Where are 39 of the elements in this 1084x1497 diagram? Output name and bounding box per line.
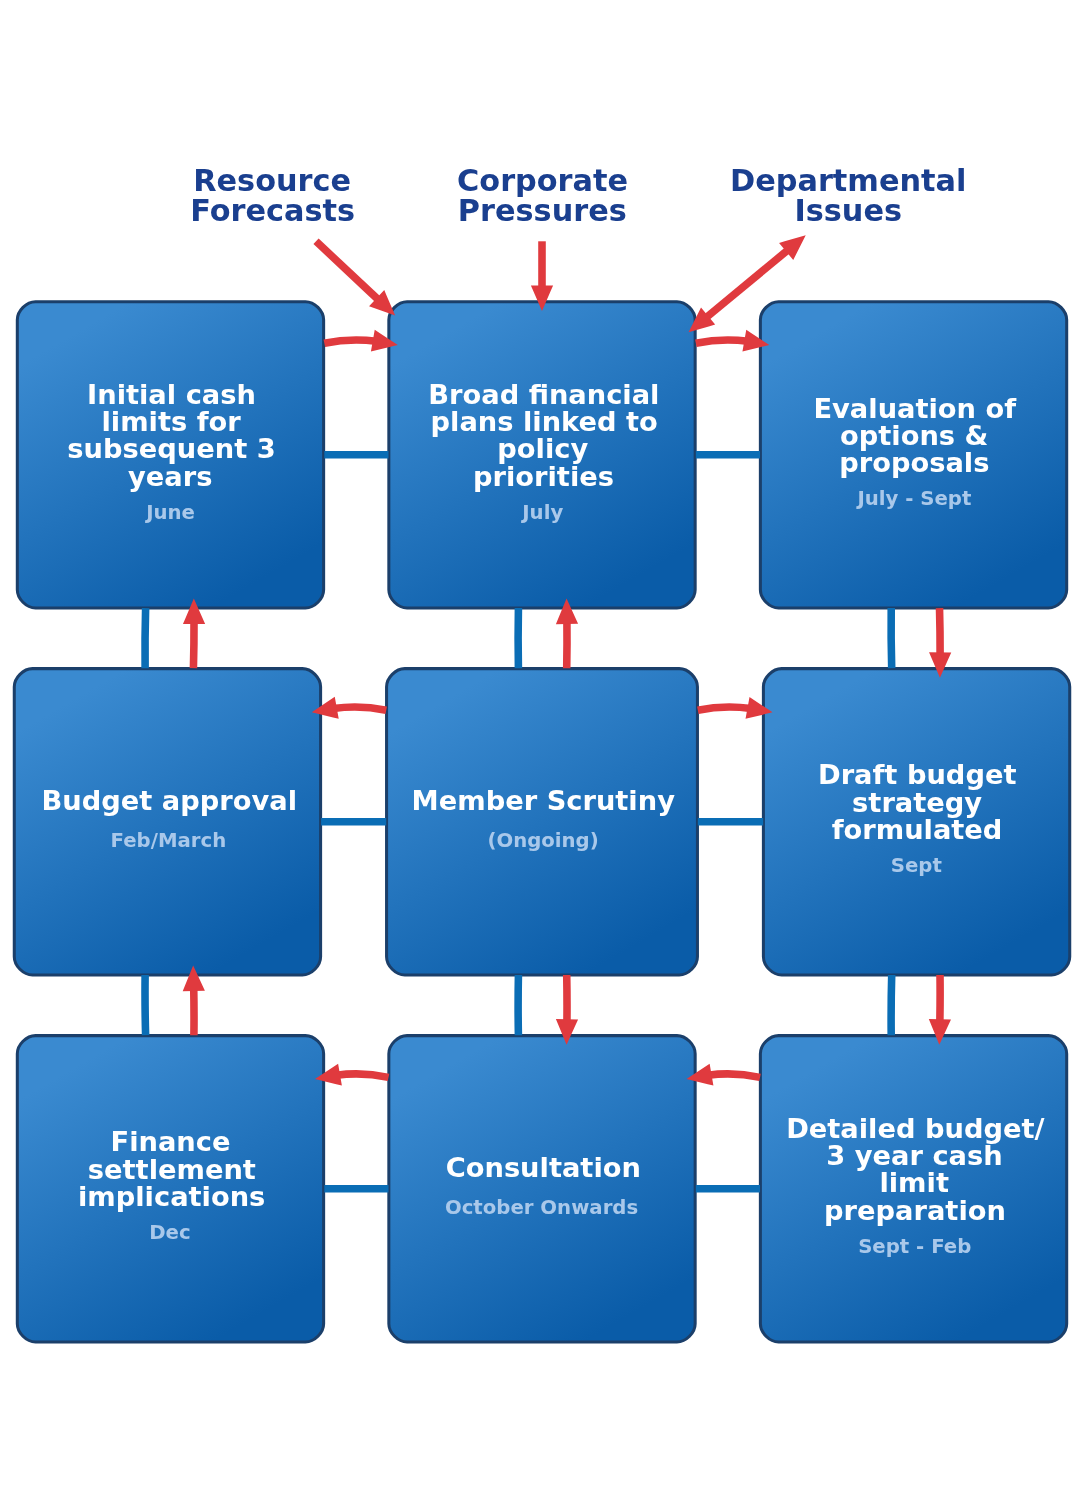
arrow — [697, 696, 773, 719]
connector — [324, 1184, 389, 1193]
connector — [695, 450, 761, 459]
connector — [324, 450, 389, 459]
arrow — [182, 965, 205, 1035]
arrow — [555, 974, 579, 1045]
node-box: Broad financial plans linked to policy priorities July — [387, 299, 697, 609]
node-box: Finance settlement implications Dec — [15, 1033, 326, 1343]
node-box: Member Scrutiny (Ongoing) — [385, 666, 699, 976]
node-box: Consultation October Onwards — [387, 1033, 697, 1343]
connector — [141, 607, 150, 668]
node-box: Draft budget strategy formulated Sept — [761, 666, 1072, 976]
connector — [697, 817, 764, 826]
arrow — [928, 974, 951, 1045]
arrow — [555, 598, 579, 668]
arrow — [688, 234, 806, 332]
node-box: Initial cash limits for subsequent 3 years June — [15, 299, 326, 609]
connector — [695, 1184, 761, 1193]
arrow — [323, 329, 398, 352]
arrow — [695, 329, 770, 352]
connector — [321, 817, 387, 826]
node-box: Budget approval Feb/March — [12, 666, 323, 976]
node-box: Evaluation of options & proposals July - Sept — [758, 299, 1069, 609]
arrow — [686, 1063, 761, 1086]
node-text: Departmental Issues — [730, 162, 967, 228]
connector — [141, 974, 150, 1035]
connector — [514, 974, 523, 1035]
node-text: Corporate Pressures — [457, 162, 629, 228]
connector — [887, 974, 896, 1035]
arrow — [530, 240, 554, 311]
arrow — [311, 696, 387, 719]
node-text: Resource Forecasts — [190, 162, 355, 228]
arrow — [315, 1063, 390, 1086]
arrow — [182, 598, 206, 668]
arrow — [929, 607, 952, 678]
node-box: Detailed budget/ 3 year cash limit preparation Sept - Feb — [758, 1033, 1069, 1343]
arrow — [313, 238, 396, 316]
connector — [514, 607, 523, 668]
connector — [887, 607, 896, 668]
